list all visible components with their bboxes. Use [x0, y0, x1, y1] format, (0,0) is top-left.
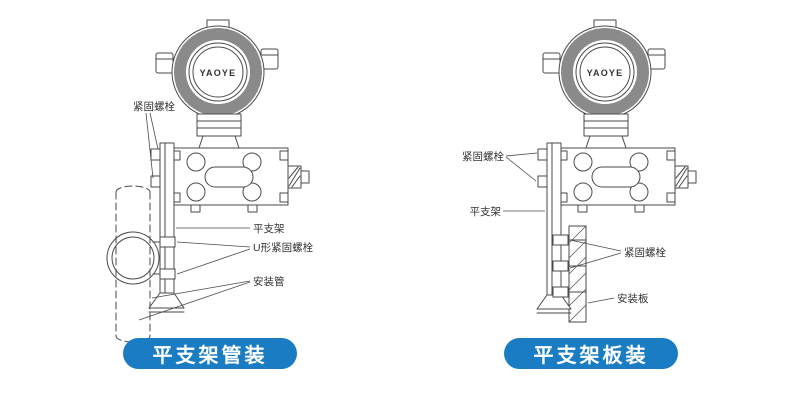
flat-bracket — [546, 142, 562, 296]
fastening-bolt — [537, 175, 548, 188]
fastening-bolt — [552, 286, 569, 298]
u-bolt-nut — [159, 236, 176, 248]
pipe-mount-callouts: 紧固螺栓 平支架 U形紧固螺栓 安装管 — [133, 100, 314, 321]
transmitter-plate-mount — [543, 20, 696, 212]
label-fastening-bolts: 紧固螺栓 — [133, 100, 175, 113]
u-bolt-nut — [159, 268, 176, 280]
label-mounting-pipe: 安装管 — [253, 275, 285, 288]
label-fastening-bolts-lower: 紧固螺栓 — [624, 246, 666, 259]
fastening-bolt — [552, 234, 569, 246]
leader-line — [149, 112, 159, 150]
leader-line — [569, 252, 622, 269]
label-flat-bracket: 平支架 — [253, 223, 285, 235]
leader-line — [138, 281, 251, 321]
label-flat-bracket: 平支架 — [470, 206, 502, 218]
leader-line — [569, 239, 622, 252]
caption-plate-mount: 平支架板装 — [504, 338, 678, 369]
plate-mount-hardware — [536, 142, 587, 323]
leader-line — [176, 241, 251, 248]
leader-line — [505, 156, 537, 182]
fastening-bolt — [552, 260, 569, 272]
leader-line — [505, 152, 538, 157]
u-bolt-clamp — [106, 231, 160, 285]
leader-line — [176, 248, 251, 275]
caption-pipe-mount: 平支架管装 — [123, 338, 297, 369]
fastening-bolt — [537, 148, 548, 161]
pipe-mount-hardware — [106, 142, 185, 343]
transmitter-pipe-mount — [156, 20, 309, 212]
label-mounting-plate: 安装板 — [617, 292, 649, 305]
plate-mount-callouts: 紧固螺栓 平支架 紧固螺栓 安装板 — [462, 150, 666, 305]
leader-line — [151, 280, 251, 299]
fastening-bolt — [150, 148, 161, 161]
fastening-bolt — [150, 175, 161, 188]
label-u-bolt: U形紧固螺栓 — [253, 241, 314, 254]
leader-line — [145, 112, 154, 179]
label-fastening-bolts-upper: 紧固螺栓 — [462, 150, 504, 163]
leader-line — [587, 297, 615, 304]
